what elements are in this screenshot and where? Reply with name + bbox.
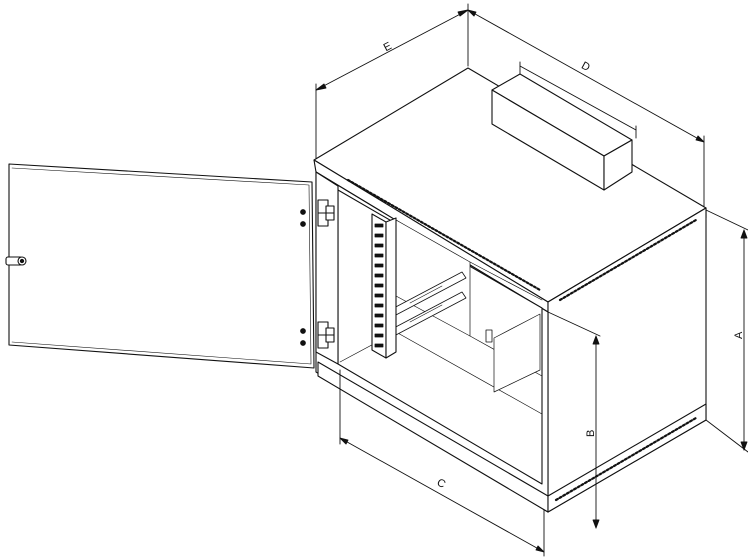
hinge-icon: [317, 321, 335, 349]
screw-icon: [300, 340, 306, 346]
dimension-lines: [315, 3, 748, 557]
screw-icon: [300, 209, 306, 215]
cabinet-door: [5, 163, 315, 369]
dimension-label-d: D: [579, 60, 592, 74]
screw-icon: [300, 328, 306, 334]
dimension-label-a: A: [733, 331, 745, 339]
dimension-label-e: E: [382, 40, 394, 54]
door-lock-icon: [5, 256, 27, 266]
ventilation-slots: [346, 178, 698, 502]
hinge-icon: [317, 199, 335, 227]
dimension-label-b: B: [585, 430, 597, 437]
rack-rail-holes: [374, 223, 384, 348]
screw-icon: [300, 221, 306, 227]
dimension-label-c: C: [435, 477, 448, 491]
cable-entry-box: [491, 73, 633, 191]
